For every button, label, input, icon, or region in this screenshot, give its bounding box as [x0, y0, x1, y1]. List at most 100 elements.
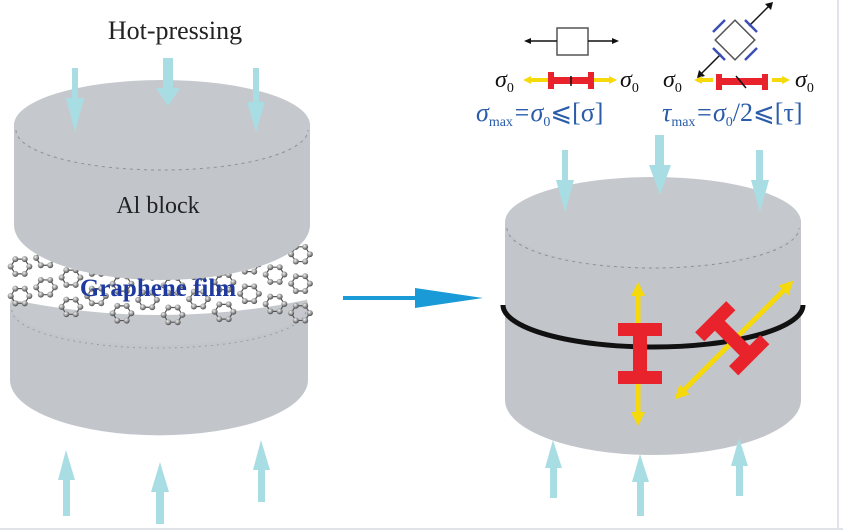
- graphene-film-label: Graphene film: [80, 275, 236, 302]
- bond-interface-line: [500, 304, 806, 350]
- carbon-atom: [230, 279, 237, 286]
- carbon-atom: [216, 316, 223, 323]
- carbon-atom: [292, 317, 299, 324]
- carbon-atom: [216, 286, 223, 293]
- carbon-atom: [292, 273, 299, 280]
- press-arrow-down-icon: [247, 68, 265, 132]
- carbon-atom: [302, 273, 309, 280]
- carbon-atom: [302, 258, 309, 265]
- carbon-atom: [281, 300, 288, 307]
- press-arrows-down-left: [66, 58, 265, 132]
- carbon-atom: [7, 263, 14, 270]
- carbon-atom: [302, 317, 309, 324]
- carbon-atom: [98, 300, 105, 307]
- carbon-atom: [225, 286, 232, 293]
- carbon-atom: [153, 296, 160, 303]
- carbon-atom: [174, 304, 181, 311]
- carbon-atom: [251, 283, 258, 290]
- carbon-atom: [160, 282, 167, 289]
- carbon-atom: [302, 302, 309, 309]
- bonded-block: [500, 177, 806, 455]
- carbon-atom: [276, 278, 283, 285]
- carbon-atom: [63, 296, 70, 303]
- carbon-atom: [288, 280, 295, 287]
- carbon-atom: [230, 308, 237, 315]
- carbon-atom: [276, 293, 283, 300]
- carbon-atom: [276, 308, 283, 315]
- shear-stress-formula: τmax=σ0/2⩽[τ]: [662, 98, 803, 130]
- stress-arrow-down-icon: [631, 412, 645, 426]
- carbon-atom: [58, 274, 65, 281]
- carbon-atom: [267, 278, 274, 285]
- carbon-atom: [165, 319, 172, 326]
- press-arrow-up-icon: [58, 450, 75, 516]
- carbon-atom: [179, 282, 186, 289]
- carbon-atom: [149, 304, 156, 311]
- carbon-atom: [72, 296, 79, 303]
- al-block-label: Al block: [116, 193, 199, 219]
- carbon-atom: [12, 256, 19, 263]
- carbon-atom: [241, 283, 248, 290]
- carbon-atom: [200, 288, 207, 295]
- carbon-atom: [149, 289, 156, 296]
- carbon-atom: [216, 301, 223, 308]
- carbon-atom: [37, 276, 44, 283]
- carbon-atom: [306, 310, 313, 317]
- carbon-atom: [77, 303, 84, 310]
- carbon-atom: [276, 264, 283, 271]
- shear-stress-box-icon: [697, 2, 773, 78]
- carbon-atom: [21, 300, 28, 307]
- carbon-atom: [211, 279, 218, 286]
- carbon-atom: [98, 285, 105, 292]
- carbon-atom: [281, 271, 288, 278]
- carbon-atom: [160, 311, 167, 318]
- carbon-atom: [26, 292, 33, 299]
- carbon-atom: [114, 288, 121, 295]
- title-hot-pressing: Hot-pressing: [108, 16, 242, 45]
- upper-al-block: [14, 80, 310, 280]
- carbon-atom: [139, 304, 146, 311]
- carbon-atom: [47, 276, 54, 283]
- carbon-atom: [302, 243, 309, 250]
- carbon-atom: [12, 270, 19, 277]
- normal-stress-box-icon: [524, 27, 619, 56]
- carbon-atom: [179, 311, 186, 318]
- carbon-atom: [255, 290, 262, 297]
- carbon-atom: [123, 317, 130, 324]
- carbon-atom: [288, 310, 295, 317]
- svg-text:σ0: σ0: [495, 67, 514, 96]
- carbon-atom: [47, 291, 54, 298]
- carbon-atom: [200, 303, 207, 310]
- carbon-atom: [262, 271, 269, 278]
- carbon-atom: [267, 293, 274, 300]
- carbon-atom: [37, 262, 44, 269]
- press-arrow-down-icon: [751, 150, 769, 212]
- press-arrow-down-icon: [156, 58, 180, 106]
- carbon-atom: [12, 300, 19, 307]
- carbon-atom: [292, 288, 299, 295]
- shear-specimen-icon: [695, 301, 770, 376]
- carbon-atom: [128, 310, 135, 317]
- stress-arrow-up-icon: [631, 282, 645, 296]
- carbon-atom: [114, 317, 121, 324]
- tensile-specimen-icon: [618, 323, 662, 384]
- carbon-atom: [128, 280, 135, 287]
- carbon-atom: [225, 301, 232, 308]
- carbon-atom: [21, 270, 28, 277]
- carbon-atom: [251, 298, 258, 305]
- press-arrow-down-icon: [556, 150, 574, 212]
- carbon-atom: [139, 289, 146, 296]
- carbon-atom: [26, 263, 33, 270]
- carbon-atom: [204, 296, 211, 303]
- carbon-atom: [63, 281, 70, 288]
- left-assembly: Al block Graphene film: [7, 58, 313, 524]
- normal-stress-labels: σ0 σ0: [495, 67, 639, 96]
- press-arrow-down-icon: [649, 135, 671, 195]
- carbon-atom: [190, 303, 197, 310]
- carbon-atom: [63, 267, 70, 274]
- press-arrow-down-icon: [66, 68, 84, 132]
- carbon-atom: [109, 310, 116, 317]
- carbon-atom: [225, 316, 232, 323]
- press-arrow-up-icon: [253, 440, 270, 502]
- process-arrow-icon: [343, 288, 483, 308]
